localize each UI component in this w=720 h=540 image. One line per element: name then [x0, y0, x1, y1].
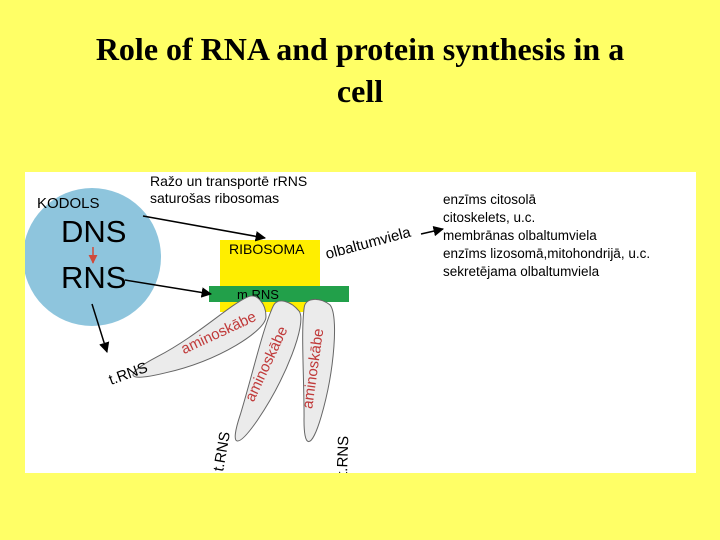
mrna-strand [209, 286, 349, 302]
destination-item-2: citoskelets, u.c. [443, 210, 535, 225]
title-line-1: Role of RNA and protein synthesis in a [95, 31, 625, 67]
rna-to-mrna-arrow [124, 279, 213, 298]
trna-2-label: t.RNS [210, 430, 234, 472]
title-line-2: cell [336, 73, 384, 109]
trna-3: aminoskābe [299, 298, 336, 442]
destination-item-3: membrānas olbaltumviela [443, 228, 597, 243]
nucleus-to-trna-arrow [91, 303, 110, 354]
trna-3-shape [302, 298, 336, 442]
trna-1-shape [132, 295, 267, 378]
diagram-panel: KODOLS DNS RNS RIBOSOMA m.RNS Ražo un tr… [25, 172, 696, 473]
slide-title: Role of RNA and protein synthesis in a c… [20, 28, 700, 112]
rna-label: RNS [61, 260, 126, 295]
destination-item-5: sekretējama olbaltumviela [443, 264, 600, 279]
ribosome-label: RIBOSOMA [229, 241, 305, 257]
diagram-svg: KODOLS DNS RNS RIBOSOMA m.RNS Ražo un tr… [25, 173, 650, 473]
ribosome-note-line-1: Ražo un transportē rRNS [150, 173, 307, 189]
destination-item-1: enzīms citosolā [443, 192, 537, 207]
destination-item-4: enzīms lizosomā,mitohondrijā, u.c. [443, 246, 650, 261]
nucleus-to-ribosome-arrow [142, 215, 267, 242]
ribosome-note-line-2: saturošas ribosomas [150, 190, 279, 206]
trna-1: aminoskābe [132, 295, 267, 378]
protein-arrow [420, 225, 445, 237]
trna-1-label: t.RNS [107, 359, 150, 389]
nucleus-label: KODOLS [37, 195, 100, 212]
dna-label: DNS [61, 214, 126, 249]
trna-3-label: t.RNS [334, 436, 352, 473]
trna-2-shape [234, 300, 302, 442]
protein-label: olbaltumviela [324, 224, 414, 263]
